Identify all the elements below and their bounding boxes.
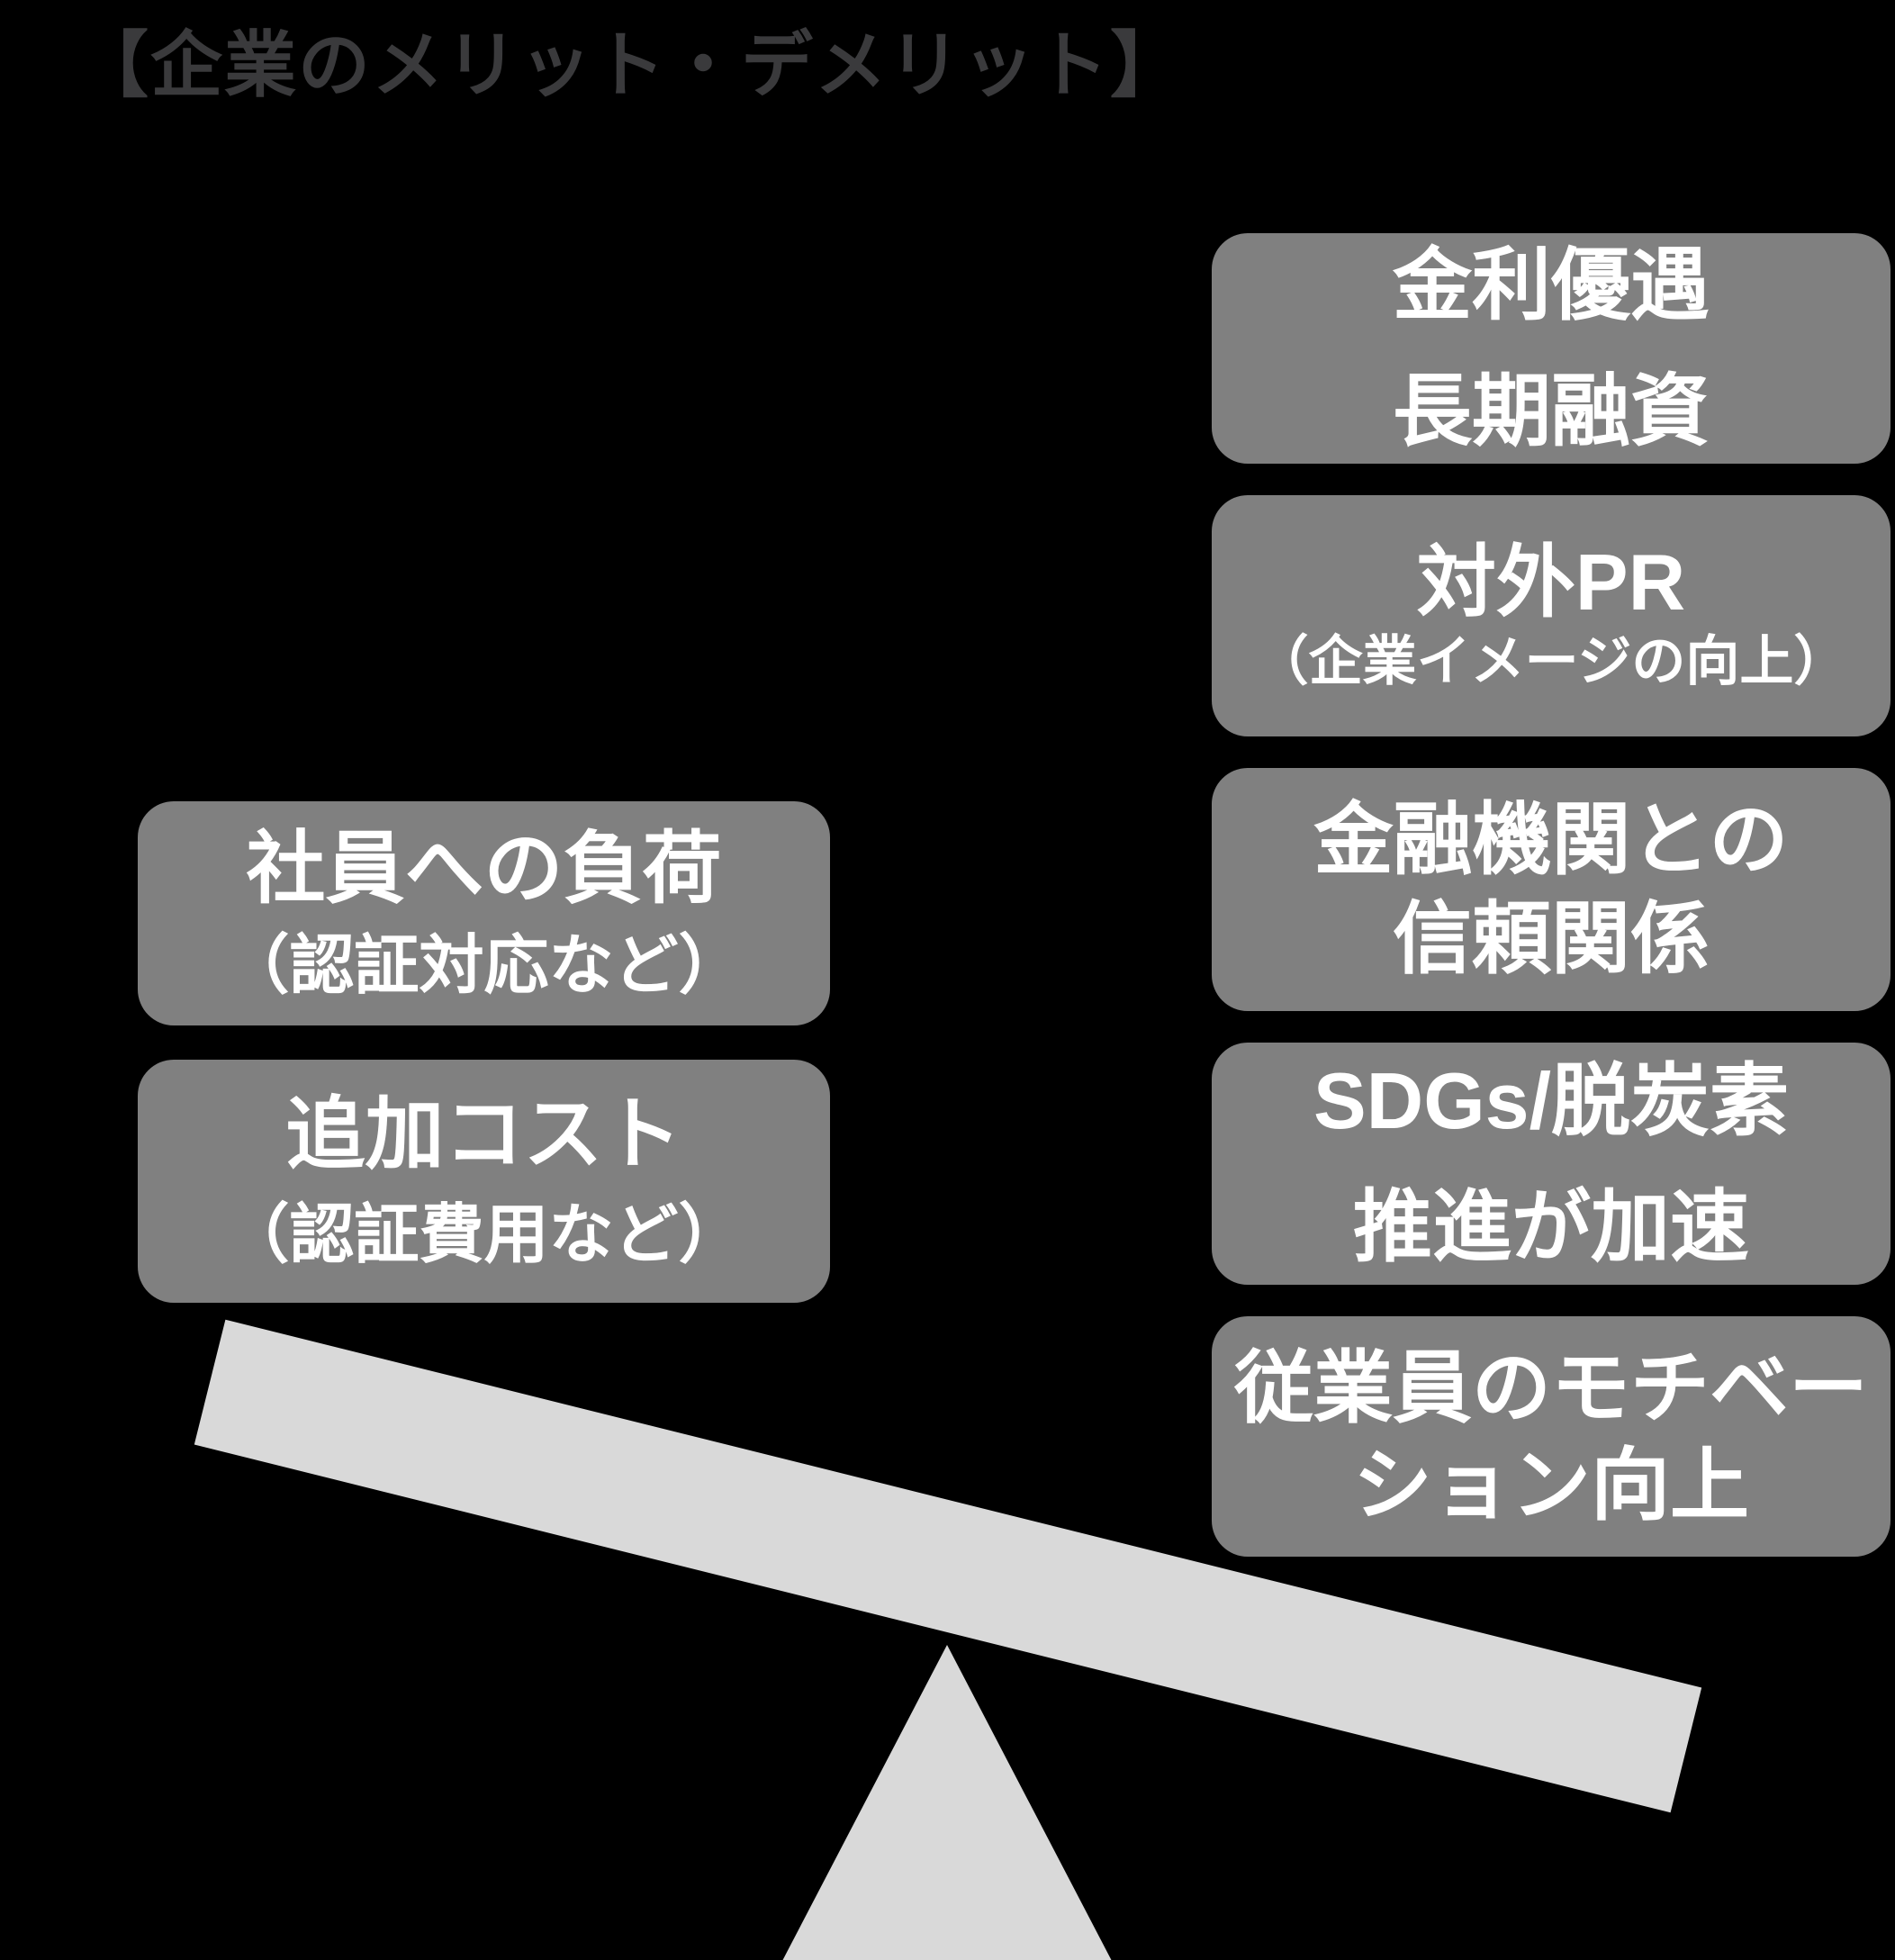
merit-box-bank-trust-line2: 信頼関係 bbox=[1392, 894, 1710, 983]
seesaw-fulcrum-triangle bbox=[782, 1645, 1112, 1960]
merit-box-sdgs: SDGs/脱炭素 推進が加速 bbox=[1212, 1043, 1890, 1285]
merit-box-interest-rate-line1: 金利優遇 bbox=[1392, 240, 1710, 330]
demerit-box-employee-burden-line2: （認証対応など） bbox=[224, 929, 744, 1002]
merit-box-motivation-line1: 従業員のモチベー bbox=[1233, 1342, 1868, 1432]
merit-box-external-pr: 対外PR （企業イメージの向上） bbox=[1212, 495, 1890, 736]
merit-box-interest-rate-line2: 長期融資 bbox=[1392, 366, 1710, 456]
merit-box-motivation-line2: ション向上 bbox=[1352, 1440, 1749, 1530]
demerit-box-employee-burden: 社員への負荷 （認証対応など） bbox=[138, 801, 830, 1025]
merit-box-bank-trust-line1: 金融機関との bbox=[1313, 795, 1789, 884]
merit-box-external-pr-line2: （企業イメージの向上） bbox=[1254, 631, 1848, 691]
demerit-box-additional-cost-line2: （認証費用など） bbox=[224, 1199, 744, 1271]
merit-box-bank-trust: 金融機関との 信頼関係 bbox=[1212, 768, 1890, 1011]
page-title: 【企業のメリット・デメリット】 bbox=[77, 25, 1184, 105]
merit-box-interest-rate: 金利優遇 長期融資 bbox=[1212, 233, 1890, 464]
merit-box-motivation: 従業員のモチベー ション向上 bbox=[1212, 1316, 1890, 1557]
merit-box-external-pr-line1: 対外PR bbox=[1416, 537, 1686, 627]
demerit-box-additional-cost: 追加コスト （認証費用など） bbox=[138, 1060, 830, 1303]
demerit-box-employee-burden-line1: 社員への負荷 bbox=[246, 823, 722, 913]
merit-box-sdgs-line1: SDGs/脱炭素 bbox=[1313, 1055, 1790, 1145]
merit-box-sdgs-line2: 推進が加速 bbox=[1352, 1181, 1749, 1271]
demerit-box-additional-cost-line1: 追加コスト bbox=[285, 1089, 682, 1179]
